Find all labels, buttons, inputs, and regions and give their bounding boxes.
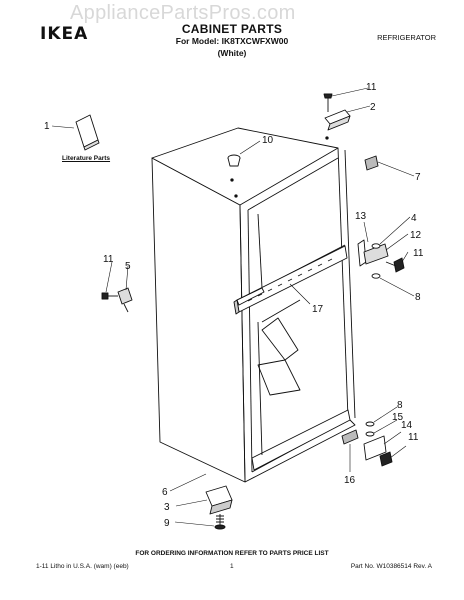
page-title: CABINET PARTS bbox=[181, 22, 283, 36]
center-mullion bbox=[233, 245, 348, 315]
callout-11-bottom: 11 bbox=[408, 432, 419, 443]
center-hinge-assembly bbox=[357, 239, 405, 279]
callout-4: 4 bbox=[411, 213, 417, 224]
top-hinge-assembly bbox=[323, 93, 351, 140]
literature-booklet-icon bbox=[75, 114, 100, 151]
literature-parts-label: Literature Parts bbox=[62, 155, 111, 162]
callout-2: 2 bbox=[370, 102, 376, 113]
callout-12: 12 bbox=[410, 230, 422, 241]
leveling-leg-assembly bbox=[205, 485, 233, 530]
callout-6: 6 bbox=[162, 487, 168, 498]
callout-15: 15 bbox=[392, 412, 404, 423]
bottom-bracket bbox=[341, 429, 359, 445]
bottom-hinge-assembly bbox=[363, 421, 393, 467]
callout-11-top: 11 bbox=[366, 82, 377, 93]
callout-3: 3 bbox=[164, 502, 170, 513]
callout-9: 9 bbox=[164, 518, 170, 529]
ordering-note: FOR ORDERING INFORMATION REFER TO PARTS … bbox=[135, 550, 329, 557]
callout-16: 16 bbox=[344, 475, 356, 486]
callout-14: 14 bbox=[401, 420, 413, 431]
appliance-type: REFRIGERATOR bbox=[377, 33, 436, 42]
ikea-logo: IKEA bbox=[40, 24, 89, 44]
left-door-stop bbox=[101, 287, 133, 313]
callout-11-left: 11 bbox=[103, 254, 114, 265]
callout-11-center: 11 bbox=[413, 248, 424, 259]
watermark: AppliancePartsPros.com bbox=[70, 2, 296, 24]
callout-7: 7 bbox=[415, 172, 421, 183]
hinge-cap bbox=[364, 155, 379, 171]
callout-1: 1 bbox=[44, 121, 50, 132]
model-number: For Model: IK8TXCWFXW00 bbox=[175, 36, 289, 46]
part-number: Part No. W10386514 Rev. A bbox=[350, 563, 432, 570]
cabinet-side-panel bbox=[151, 157, 246, 483]
model-color: (White) bbox=[217, 48, 247, 58]
callout-10: 10 bbox=[262, 135, 274, 146]
callout-8-upper: 8 bbox=[415, 292, 421, 303]
callout-numbers: 1 2 3 4 5 6 7 8 8 9 10 11 11 11 11 12 13… bbox=[44, 82, 424, 529]
callout-17: 17 bbox=[312, 304, 324, 315]
callout-13: 13 bbox=[355, 211, 367, 222]
callout-5: 5 bbox=[125, 261, 131, 272]
litho-info: 1-11 Litho in U.S.A. (wam) (eeb) bbox=[36, 563, 129, 570]
page-number: 1 bbox=[230, 563, 234, 570]
callout-8-lower: 8 bbox=[397, 400, 403, 411]
top-plug bbox=[227, 154, 241, 198]
